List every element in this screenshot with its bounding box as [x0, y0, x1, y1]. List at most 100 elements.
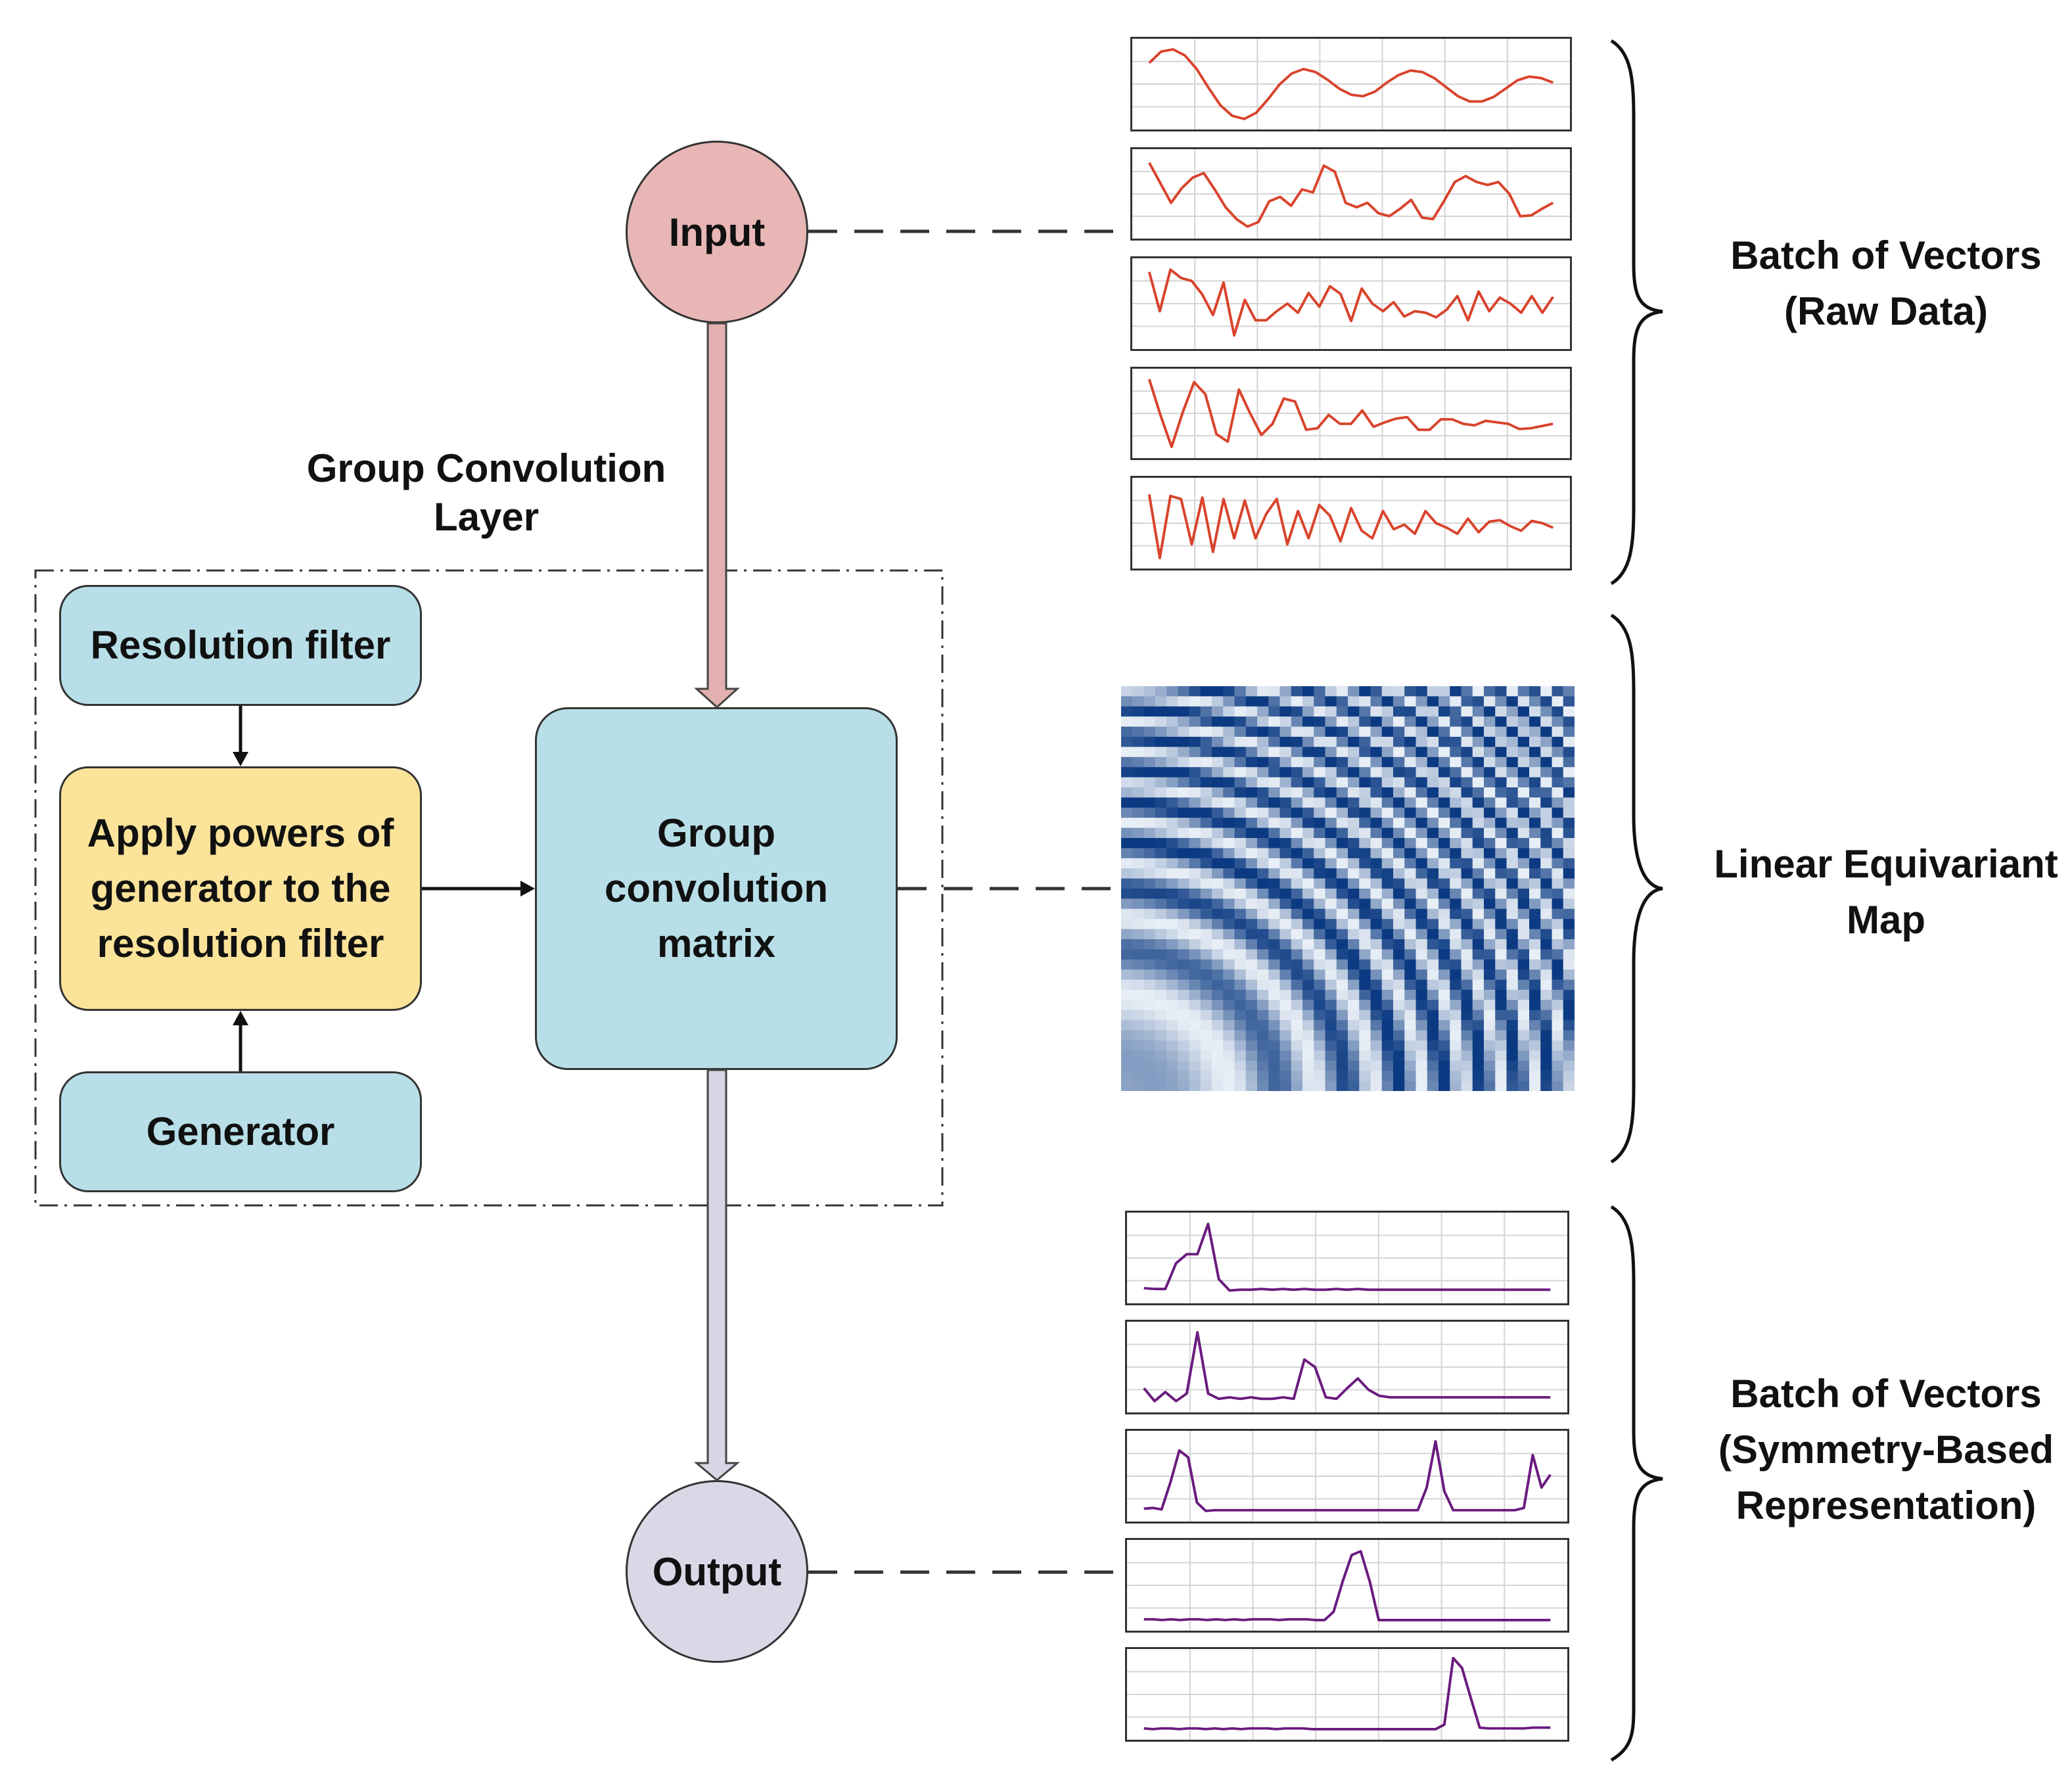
- heatmap-cell: [1143, 929, 1156, 940]
- heatmap-cell: [1325, 716, 1337, 728]
- heatmap-cell: [1166, 827, 1178, 839]
- heatmap-cell: [1495, 929, 1508, 940]
- heatmap-cell: [1529, 696, 1541, 707]
- heatmap-cell: [1484, 878, 1496, 889]
- heatmap-cell: [1540, 868, 1553, 879]
- heatmap-cell: [1325, 939, 1337, 950]
- heatmap-cell: [1189, 979, 1201, 990]
- heatmap-cell: [1223, 979, 1235, 990]
- heatmap-cell: [1212, 818, 1224, 829]
- heatmap-cell: [1427, 787, 1439, 798]
- heatmap-cell: [1291, 848, 1303, 859]
- heatmap-cell: [1121, 979, 1133, 990]
- heatmap-cell: [1529, 868, 1541, 879]
- heatmap-cell: [1155, 919, 1167, 930]
- symmetry-vector-plot-4: [1125, 1538, 1569, 1633]
- heatmap-cell: [1404, 939, 1417, 950]
- heatmap-cell: [1257, 1071, 1269, 1082]
- heatmap-cell: [1540, 1040, 1553, 1051]
- heatmap-cell: [1540, 1000, 1553, 1011]
- heatmap-cell: [1132, 737, 1145, 747]
- heatmap-cell: [1404, 1071, 1417, 1082]
- heatmap-cell: [1552, 1050, 1564, 1061]
- heatmap-cell: [1121, 777, 1133, 788]
- heatmap-cell: [1359, 1000, 1371, 1011]
- heatmap-cell: [1143, 747, 1156, 758]
- heatmap-cell: [1529, 1000, 1541, 1011]
- heatmap-cell: [1450, 979, 1462, 990]
- heatmap-cell: [1268, 1081, 1281, 1091]
- heatmap-cell: [1359, 1020, 1371, 1031]
- heatmap-cell: [1495, 1030, 1508, 1041]
- heatmap-cell: [1143, 1040, 1156, 1051]
- heatmap-cell: [1461, 990, 1473, 1000]
- heatmap-cell: [1223, 939, 1235, 950]
- heatmap-cell: [1234, 827, 1247, 839]
- heatmap-cell: [1200, 686, 1212, 697]
- heatmap-cell: [1155, 1071, 1167, 1082]
- heatmap-cell: [1200, 939, 1212, 950]
- heatmap-cell: [1178, 696, 1190, 707]
- heatmap-cell: [1291, 878, 1303, 889]
- heatmap-cell: [1461, 1010, 1473, 1021]
- heatmap-cell: [1325, 807, 1337, 818]
- heatmap-cell: [1359, 878, 1371, 889]
- heatmap-cell: [1234, 1081, 1247, 1091]
- heatmap-cell: [1166, 838, 1178, 849]
- heatmap-cell: [1506, 777, 1519, 788]
- heatmap-cell: [1121, 716, 1133, 728]
- heatmap-cell: [1178, 848, 1190, 859]
- heatmap-cell: [1268, 807, 1281, 818]
- heatmap-cell: [1143, 767, 1156, 778]
- heatmap-cell: [1359, 929, 1371, 940]
- heatmap-cell: [1279, 777, 1292, 788]
- heatmap-cell: [1143, 726, 1156, 737]
- heatmap-cell: [1189, 868, 1201, 879]
- heatmap-cell: [1563, 908, 1575, 919]
- heatmap-cell: [1495, 696, 1508, 707]
- heatmap-cell: [1348, 898, 1360, 910]
- heatmap-cell: [1279, 990, 1292, 1000]
- heatmap-cell: [1517, 686, 1530, 697]
- heatmap-cell: [1189, 726, 1201, 737]
- heatmap-cell: [1234, 787, 1247, 798]
- heatmap-cell: [1563, 1040, 1575, 1051]
- heatmap-cell: [1517, 919, 1530, 930]
- heatmap-cell: [1200, 797, 1212, 808]
- heatmap-cell: [1370, 979, 1383, 990]
- heatmap-cell: [1393, 706, 1405, 717]
- raw-vector-svg-3: [1132, 258, 1570, 349]
- heatmap-cell: [1166, 1071, 1178, 1082]
- heatmap-cell: [1506, 1020, 1519, 1031]
- heatmap-cell: [1439, 990, 1450, 1000]
- heatmap-cell: [1552, 838, 1564, 849]
- heatmap-cell: [1348, 990, 1360, 1000]
- heatmap-cell: [1461, 767, 1473, 778]
- heatmap-cell: [1370, 868, 1383, 879]
- heatmap-cell: [1279, 858, 1292, 869]
- raw-vector-3-line: [1147, 268, 1554, 337]
- heatmap-cell: [1506, 919, 1519, 930]
- heatmap-cell: [1302, 797, 1314, 808]
- heatmap-cell: [1461, 1000, 1473, 1011]
- heatmap-cell: [1121, 929, 1133, 940]
- heatmap-cell: [1245, 838, 1258, 849]
- heatmap-cell: [1540, 1071, 1553, 1082]
- heatmap-cell: [1393, 686, 1405, 697]
- heatmap-cell: [1529, 686, 1541, 697]
- heatmap-cell: [1370, 949, 1383, 960]
- heatmap-cell: [1291, 706, 1303, 717]
- heatmap-cell: [1132, 868, 1145, 879]
- heatmap-cell: [1245, 716, 1258, 728]
- heatmap-cell: [1314, 990, 1326, 1000]
- heatmap-cell: [1325, 858, 1337, 869]
- heatmap-cell: [1506, 889, 1519, 899]
- heatmap-cell: [1472, 706, 1485, 717]
- heatmap-cell: [1540, 979, 1553, 990]
- heatmap-cell: [1540, 919, 1553, 930]
- heatmap-cell: [1484, 747, 1496, 758]
- heatmap-cell: [1234, 737, 1247, 747]
- heatmap-cell: [1257, 1020, 1269, 1031]
- heatmap-cell: [1416, 959, 1428, 970]
- heatmap-cell: [1370, 726, 1383, 737]
